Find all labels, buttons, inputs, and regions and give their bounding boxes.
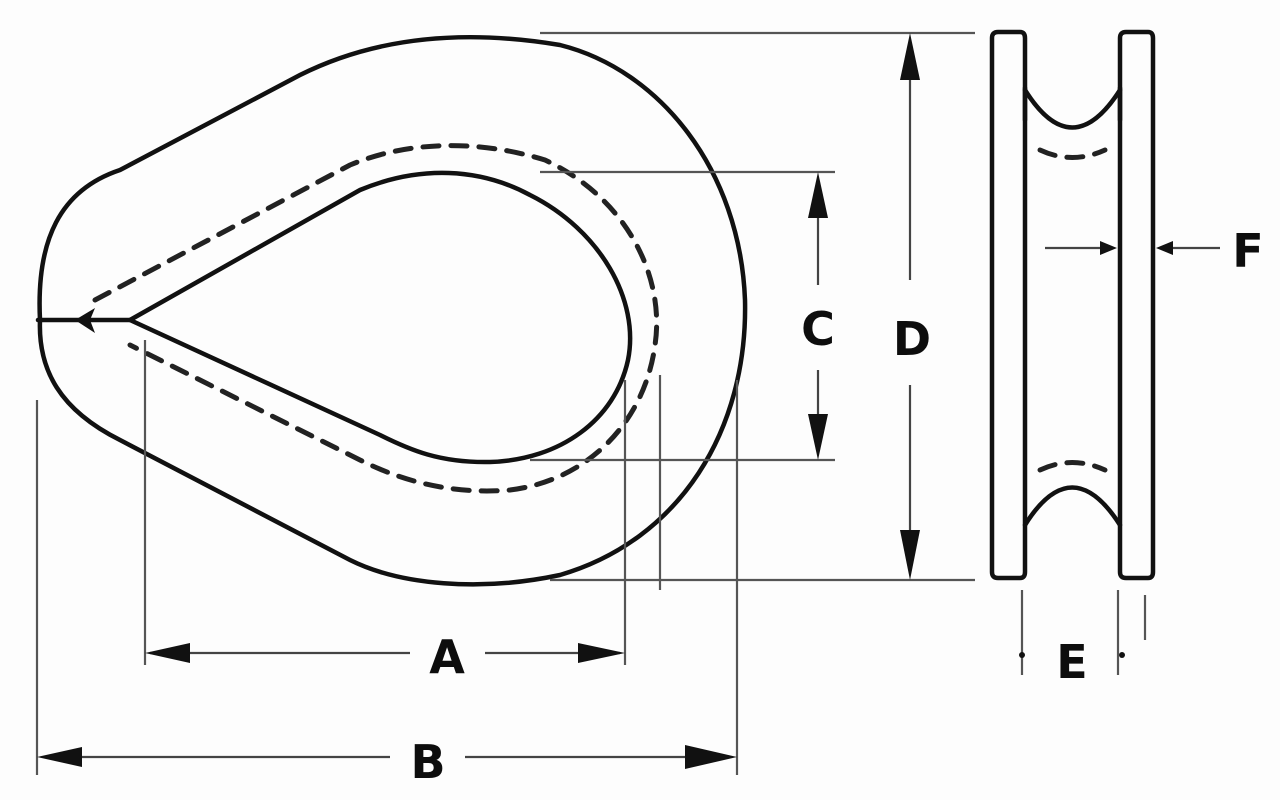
- top-groove-arc: [1022, 87, 1123, 130]
- left-flange: [989, 29, 1028, 581]
- side-view-dimensions: [1019, 241, 1220, 675]
- top-hidden-groove: [1037, 147, 1108, 160]
- right-flange: [1117, 29, 1156, 581]
- thimble-side-view: [989, 29, 1156, 581]
- groove-hidden-line: [92, 143, 660, 494]
- top-groove-edge: [1022, 85, 1123, 123]
- bottom-hidden-groove: [1037, 460, 1108, 473]
- dimension-label-a: A: [429, 630, 465, 684]
- front-view-dimensions: [35, 31, 975, 775]
- outer-outline: [37, 35, 748, 587]
- dimension-label-d: D: [893, 312, 931, 366]
- bottom-groove-arc: [1022, 485, 1123, 528]
- thimble-front-view: [35, 35, 748, 587]
- dimension-label-c: C: [801, 302, 835, 356]
- dimension-label-e: E: [1056, 635, 1087, 689]
- dimension-label-b: B: [410, 735, 445, 789]
- throat-arrow: [75, 308, 95, 333]
- dimension-label-f: F: [1232, 224, 1263, 278]
- inner-outline: [127, 170, 633, 465]
